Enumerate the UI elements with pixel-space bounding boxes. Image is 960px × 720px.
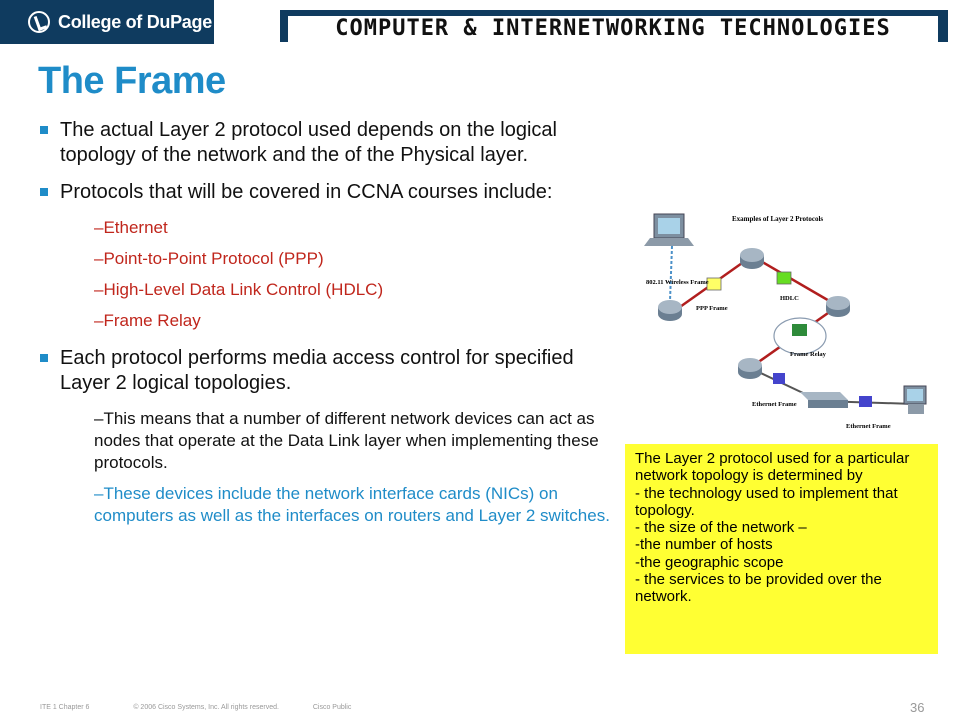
college-logo-icon	[28, 11, 50, 33]
ethernet-frame-label: Ethernet Frame	[752, 401, 797, 408]
switch-icon	[800, 392, 848, 400]
college-logo: College of DuPage	[0, 0, 214, 44]
pc-base	[908, 404, 924, 414]
footer-chapter: ITE 1 Chapter 6	[40, 704, 90, 711]
switch-body	[808, 400, 848, 408]
footer-classification: Cisco Public	[312, 704, 352, 711]
program-banner-inner: COMPUTER & INTERNETWORKING TECHNOLOGIES	[288, 14, 938, 42]
router-icon	[658, 300, 682, 321]
diagram-title: Examples of Layer 2 Protocols	[732, 215, 823, 223]
ethernet-frame-icon	[859, 396, 872, 407]
bullet-layer2-protocol: The actual Layer 2 protocol used depends…	[38, 118, 628, 168]
header-bar: College of DuPage COMPUTER & INTERNETWOR…	[0, 0, 960, 46]
router-icon	[740, 248, 764, 269]
hdlc-frame-icon	[776, 271, 792, 285]
protocol-item-ppp: –Point-to-Point Protocol (PPP)	[94, 249, 324, 268]
laptop-screen	[658, 218, 680, 234]
protocol-item-ethernet: –Ethernet	[94, 218, 168, 237]
note-text: The Layer 2 protocol used for a particul…	[635, 450, 910, 606]
frame-relay-frame-icon	[792, 324, 807, 336]
bullet-text: The actual Layer 2 protocol used depends…	[60, 119, 558, 166]
slide-title: The Frame	[38, 60, 226, 102]
sub-bullet-nodes: –This means that a number of different n…	[94, 409, 599, 472]
protocol-item-hdlc: –High-Level Data Link Control (HDLC)	[94, 280, 384, 299]
laptop-base	[644, 238, 694, 246]
sub-bullet-devices: –These devices include the network inter…	[94, 484, 610, 525]
router-icon	[826, 296, 850, 317]
logo-text: College of DuPage	[58, 11, 212, 32]
ppp-frame-label: PPP Frame	[696, 305, 728, 312]
bullet-text: Protocols that will be covered in CCNA c…	[60, 181, 553, 203]
slide-content: The actual Layer 2 protocol used depends…	[38, 118, 628, 536]
ethernet-frame-icon	[773, 373, 785, 384]
protocol-item-frame-relay: –Frame Relay	[94, 311, 201, 330]
slide-footer: ITE 1 Chapter 6 © 2006 Cisco Systems, In…	[40, 704, 351, 711]
bullet-text: Each protocol performs media access cont…	[60, 347, 574, 394]
layer2-note-box: The Layer 2 protocol used for a particul…	[625, 444, 938, 654]
bullet-square-icon	[40, 126, 48, 134]
hdlc-link	[751, 254, 839, 308]
bullet-square-icon	[40, 188, 48, 196]
bullet-square-icon	[40, 354, 48, 362]
wireless-frame-label: 802.11 Wireless Frame	[646, 279, 709, 286]
hdlc-label: HDLC	[780, 295, 799, 302]
bullet-media-access-control: Each protocol performs media access cont…	[38, 346, 628, 396]
layer2-protocols-diagram: Examples of Layer 2 Protocols 802.11 Wir…	[644, 213, 927, 430]
footer-copyright: © 2006 Cisco Systems, Inc. All rights re…	[133, 704, 279, 711]
ethernet-frame-label: Ethernet Frame	[846, 423, 891, 430]
router-icon	[738, 358, 762, 379]
program-banner-text: COMPUTER & INTERNETWORKING TECHNOLOGIES	[335, 16, 891, 41]
ppp-frame-icon	[706, 277, 722, 291]
bullet-ccna-protocols: Protocols that will be covered in CCNA c…	[38, 180, 628, 205]
frame-relay-label: Frame Relay	[790, 351, 827, 358]
wireless-link	[669, 245, 673, 302]
page-number: 36	[910, 700, 925, 715]
program-banner: COMPUTER & INTERNETWORKING TECHNOLOGIES	[280, 10, 948, 42]
pc-screen	[907, 389, 923, 401]
